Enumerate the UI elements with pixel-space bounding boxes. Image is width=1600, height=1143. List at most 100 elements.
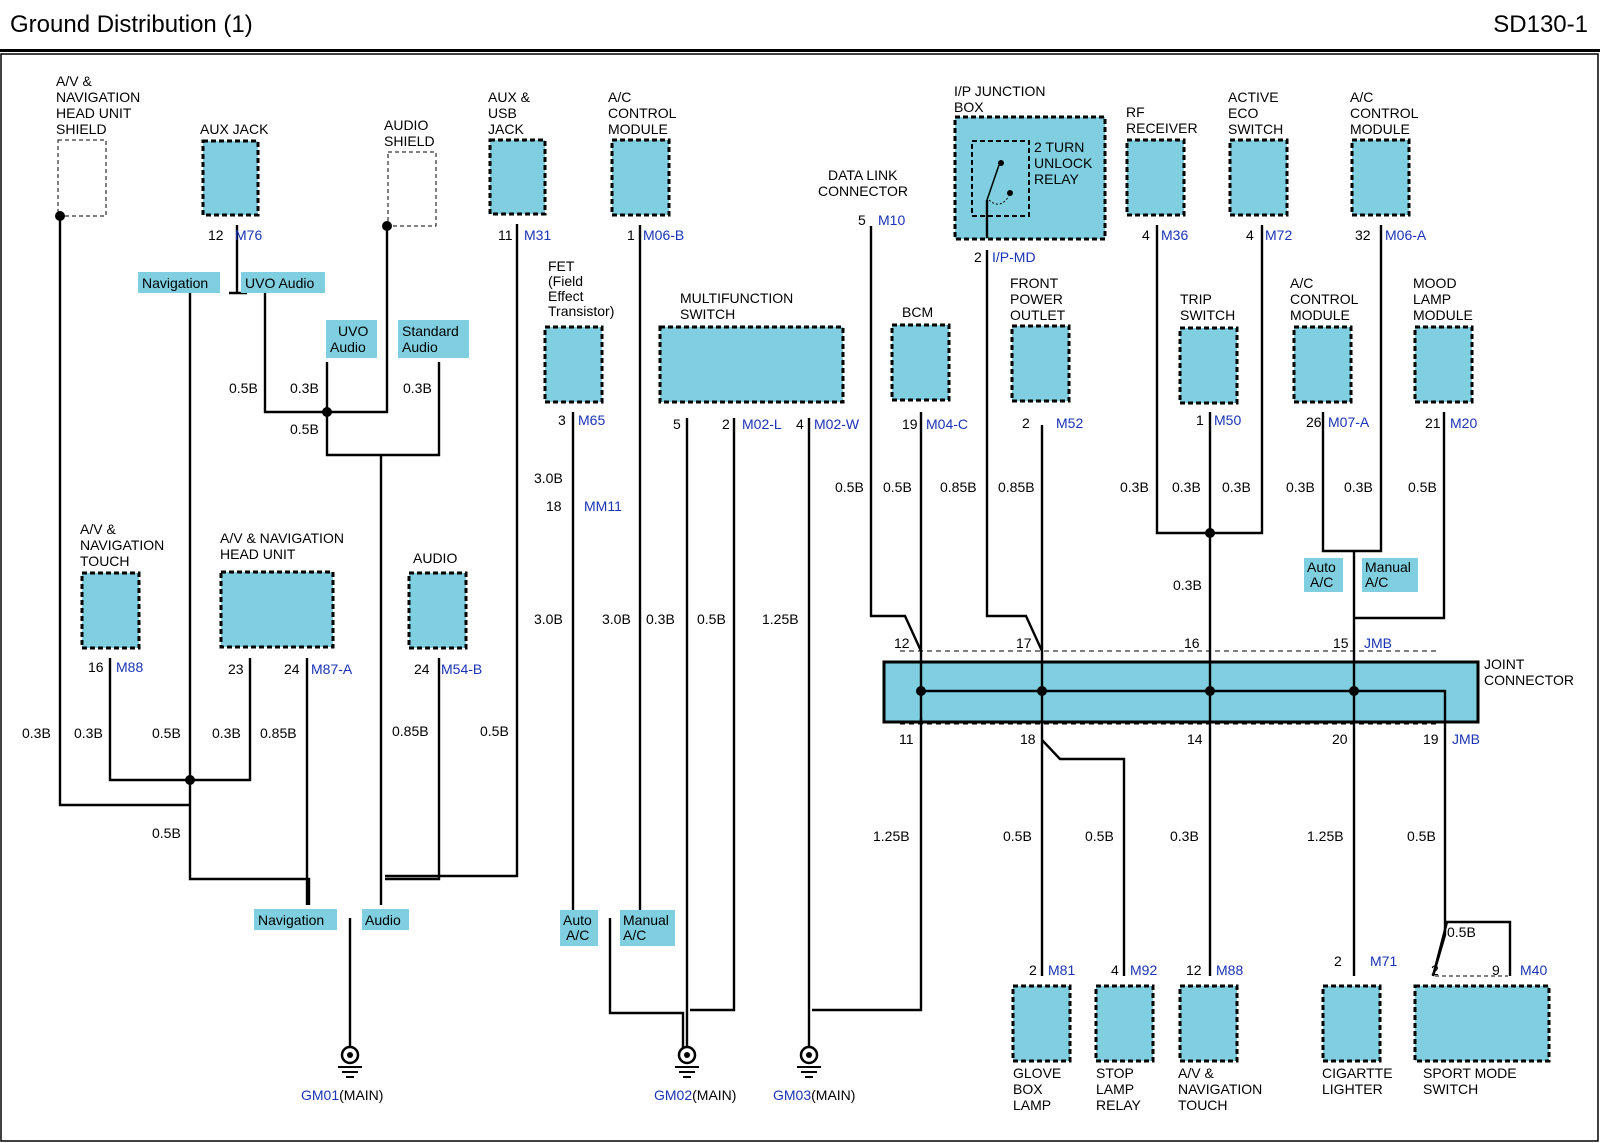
- ground-gm02-symbol: [675, 1045, 699, 1078]
- active-eco-switch-box: [1228, 138, 1289, 217]
- svg-text:1: 1: [627, 227, 635, 243]
- svg-text:0.5B: 0.5B: [1003, 828, 1032, 844]
- svg-text:3.0B: 3.0B: [602, 611, 631, 627]
- svg-text:0.3B: 0.3B: [74, 725, 103, 741]
- wire-stop-lamp: [1041, 739, 1126, 976]
- av-nav-shield-box: [57, 139, 107, 217]
- diagram-border: [0, 53, 1599, 1142]
- sport-mode-switch-box: [1413, 984, 1551, 1063]
- svg-text:4: 4: [796, 416, 804, 432]
- bcm-box: [890, 323, 951, 402]
- svg-text:0.3B: 0.3B: [1173, 577, 1202, 593]
- svg-text:1.25B: 1.25B: [873, 828, 910, 844]
- svg-text:1: 1: [1196, 412, 1204, 428]
- trip-switch-box: [1178, 326, 1239, 405]
- tag-navigation-top-text: Navigation: [142, 275, 208, 291]
- wire-data-link: [869, 226, 923, 652]
- ground-gm02-label: GM02(MAIN): [654, 1087, 736, 1103]
- svg-text:12: 12: [208, 227, 224, 243]
- page-header: Ground Distribution (1) SD130-1: [0, 0, 1600, 52]
- svg-text:0.5B: 0.5B: [480, 723, 509, 739]
- jmb-node-3: [1205, 686, 1215, 696]
- conn-jmb-bottom: JMB: [1452, 731, 1480, 747]
- svg-text:3.0B: 3.0B: [534, 611, 563, 627]
- wire-mood-lamp: [1354, 412, 1446, 620]
- av-nav-head-unit-box: [219, 570, 335, 649]
- conn-ipmd: I/P-MD: [992, 249, 1036, 265]
- svg-text:20: 20: [1332, 731, 1348, 747]
- conn-m88-bottom: M88: [1216, 962, 1243, 978]
- aux-jack-box: [201, 139, 260, 217]
- svg-text:0.3B: 0.3B: [646, 611, 675, 627]
- svg-text:0.3B: 0.3B: [1170, 828, 1199, 844]
- conn-m52: M52: [1056, 415, 1083, 431]
- svg-text:15: 15: [1333, 635, 1349, 651]
- stop-lamp-relay-box: [1094, 984, 1155, 1063]
- audio-label: AUDIO: [413, 550, 457, 566]
- tag-uvo-audio-2: [326, 320, 377, 358]
- svg-text:0.3B: 0.3B: [1120, 479, 1149, 495]
- conn-m76: M76: [235, 227, 262, 243]
- svg-text:3: 3: [558, 412, 566, 428]
- svg-text:2: 2: [1029, 962, 1037, 978]
- svg-text:2: 2: [722, 416, 730, 432]
- tag-navigation-bottom: [254, 909, 337, 930]
- jmb-node-4: [1349, 686, 1359, 696]
- conn-m65: M65: [578, 412, 605, 428]
- aux-jack-label: AUX JACK: [200, 121, 269, 137]
- conn-m36: M36: [1161, 227, 1188, 243]
- av-nav-touch-bottom-box: [1178, 984, 1239, 1063]
- svg-text:21: 21: [1425, 415, 1441, 431]
- svg-text:0.85B: 0.85B: [392, 723, 429, 739]
- tag-auto-ac-left: [560, 910, 598, 946]
- wire-relay-ipmd: [985, 250, 1044, 652]
- svg-text:2: 2: [1334, 953, 1342, 969]
- conn-m92: M92: [1130, 962, 1157, 978]
- wire-jmb-11-to-gm03: [812, 718, 923, 1012]
- svg-text:0.3B: 0.3B: [1222, 479, 1251, 495]
- svg-text:9: 9: [1492, 962, 1500, 978]
- conn-m40: M40: [1520, 962, 1547, 978]
- svg-text:0.5B: 0.5B: [1407, 828, 1436, 844]
- svg-text:2: 2: [974, 249, 982, 265]
- svg-text:0.5B: 0.5B: [152, 825, 181, 841]
- svg-text:0.3B: 0.3B: [290, 380, 319, 396]
- ground-gm03-symbol: [797, 1045, 821, 1078]
- svg-text:4: 4: [1246, 227, 1254, 243]
- svg-text:0.85B: 0.85B: [260, 725, 297, 741]
- wire-av-nav-shield: [58, 216, 190, 807]
- conn-m54b: M54-B: [441, 661, 482, 677]
- bcm-label: BCM: [902, 304, 933, 320]
- svg-text:14: 14: [1187, 731, 1203, 747]
- svg-text:5: 5: [858, 212, 866, 228]
- relay-contact-arm: [986, 164, 1000, 201]
- conn-m87a: M87-A: [311, 661, 353, 677]
- svg-text:2: 2: [1022, 415, 1030, 431]
- conn-m71: M71: [1370, 953, 1397, 969]
- relay-coil-arc: [988, 195, 1010, 205]
- conn-m10: M10: [878, 212, 905, 228]
- conn-m07a: M07-A: [1328, 414, 1370, 430]
- wire-head-unit-23: [190, 658, 252, 782]
- svg-text:0.5B: 0.5B: [290, 421, 319, 437]
- svg-text:19: 19: [902, 416, 918, 432]
- svg-text:0.5B: 0.5B: [152, 725, 181, 741]
- wire-navigation-branch: [188, 293, 311, 905]
- svg-text:0.3B: 0.3B: [1172, 479, 1201, 495]
